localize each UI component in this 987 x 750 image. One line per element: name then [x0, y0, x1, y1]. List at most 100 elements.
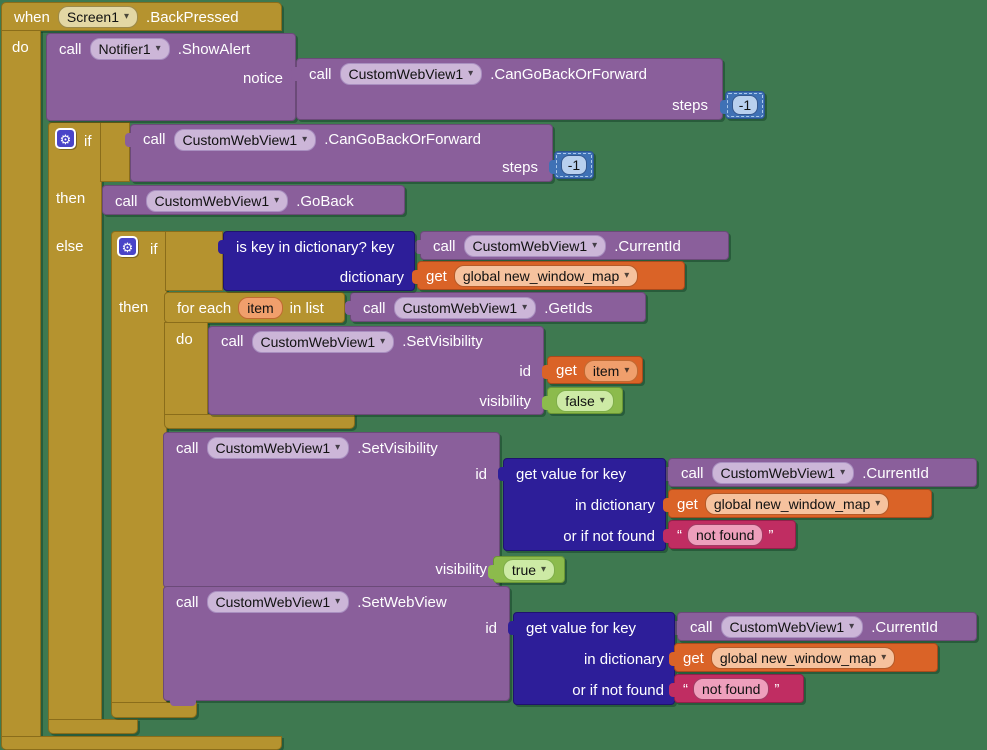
get-global-new-window-map-block[interactable]: get global new_window_map▾	[663, 489, 932, 518]
customwebview1-component-dropdown[interactable]: CustomWebView1▾	[463, 235, 607, 257]
not-found-text-block[interactable]: “ not found ”	[669, 674, 804, 703]
variable-dropdown[interactable]: item▾	[583, 359, 639, 382]
mutator-gear-icon[interactable]: ⚙	[55, 128, 76, 149]
variable-dropdown[interactable]: global new_window_map▾	[453, 265, 639, 287]
call-notifier1-showalert-block[interactable]: call Notifier1▾ .ShowAlert notice	[46, 33, 296, 121]
customwebview1-component-dropdown[interactable]: CustomWebView1 ▾	[206, 591, 350, 613]
number-value: -1	[567, 157, 581, 173]
dropdown-value: CustomWebView1	[348, 66, 464, 82]
id-param-label: id	[475, 466, 487, 483]
customwebview1-component-dropdown[interactable]: CustomWebView1▾	[251, 330, 395, 353]
when-block-bottom-bar[interactable]	[1, 736, 282, 750]
call-label: call	[363, 299, 386, 317]
orifnotfound-param-label: or if not found	[563, 528, 655, 545]
chevron-down-icon: ▾	[468, 68, 474, 79]
dropdown-value: CustomWebView1	[215, 440, 331, 456]
currentid-method-label: .CurrentId	[871, 618, 938, 636]
call-label: call	[59, 40, 82, 58]
inner-if-block-column[interactable]	[111, 231, 167, 703]
screen1-component-dropdown[interactable]: Screen1▾	[57, 6, 139, 28]
logic-false-block[interactable]: false▾	[542, 387, 623, 414]
get-value-for-key-block[interactable]: get value for key in dictionary or if no…	[498, 458, 666, 551]
dictionary-param-label: dictionary	[339, 269, 404, 286]
outer-if-bottom-bar[interactable]	[48, 719, 138, 734]
get-value-for-key-block[interactable]: get value for key in dictionary or if no…	[508, 612, 675, 705]
inner-if-condition-arm[interactable]	[165, 231, 223, 291]
customwebview1-component-dropdown[interactable]: CustomWebView1 ▾	[339, 63, 483, 85]
get-global-new-window-map-block[interactable]: get global new_window_map▾	[669, 643, 938, 672]
when-block-left-column[interactable]	[1, 30, 41, 737]
call-currentid-block[interactable]: call CustomWebView1▾ .CurrentId	[672, 612, 977, 641]
is-key-in-dictionary-block[interactable]: is key in dictionary? key dictionary	[218, 231, 415, 291]
customwebview1-component-dropdown[interactable]: CustomWebView1▾	[173, 128, 317, 151]
get-global-new-window-map-block[interactable]: get global new_window_map▾	[412, 261, 685, 290]
not-found-text-block[interactable]: “ not found ”	[663, 520, 796, 549]
customwebview1-component-dropdown[interactable]: CustomWebView1 ▾	[393, 297, 537, 319]
foreach-block-header[interactable]: for each item in list	[164, 292, 345, 323]
do-label: do	[176, 331, 193, 348]
math-number-block[interactable]: -1	[720, 91, 765, 119]
chevron-down-icon: ▾	[624, 270, 630, 281]
call-cangobackorforward-block[interactable]: call CustomWebView1▾ .CanGoBackOrForward…	[291, 58, 723, 120]
call-goback-block[interactable]: call CustomWebView1▾ .GoBack	[102, 185, 405, 215]
foreach-block-bottom-bar[interactable]	[164, 414, 355, 429]
dropdown-value: CustomWebView1	[729, 619, 845, 635]
call-label: call	[309, 65, 332, 83]
inlist-label: in list	[289, 299, 324, 317]
orifnotfound-param-label: or if not found	[572, 682, 664, 699]
iskeyindict-label: is key in dictionary? key	[236, 238, 395, 256]
customwebview1-component-dropdown[interactable]: CustomWebView1▾	[720, 616, 864, 638]
backpressed-event-label: .BackPressed	[146, 8, 239, 26]
customwebview1-component-dropdown[interactable]: CustomWebView1▾	[206, 437, 350, 459]
variable-dropdown[interactable]: global new_window_map▾	[710, 647, 896, 669]
inner-if-bottom-bar[interactable]	[111, 702, 197, 718]
mutator-gear-icon[interactable]: ⚙	[117, 236, 138, 257]
loop-variable-field[interactable]: item	[238, 297, 283, 319]
logic-dropdown[interactable]: false▾	[556, 389, 614, 412]
call-label: call	[176, 593, 199, 611]
call-cangobackorforward-block[interactable]: call CustomWebView1▾ .CanGoBackOrForward…	[125, 124, 553, 182]
outer-if-condition-arm[interactable]	[100, 122, 130, 182]
chevron-down-icon: ▾	[541, 563, 547, 575]
chevron-down-icon: ▾	[522, 302, 528, 313]
dropdown-value: CustomWebView1	[215, 594, 331, 610]
close-quote: ”	[768, 526, 774, 544]
text-string-field[interactable]: not found	[693, 678, 770, 700]
when-screen1-backpressed-block[interactable]: when Screen1▾ .BackPressed	[1, 2, 282, 31]
number-field[interactable]: -1	[560, 155, 588, 175]
logic-dropdown[interactable]: true▾	[502, 558, 556, 581]
visibility-param-label: visibility	[435, 561, 487, 578]
gear-glyph: ⚙	[121, 240, 134, 255]
customwebview1-component-dropdown[interactable]: CustomWebView1▾	[145, 190, 289, 212]
math-number-block[interactable]: -1	[549, 151, 594, 179]
call-currentid-block[interactable]: call CustomWebView1▾ .CurrentId	[663, 458, 977, 487]
call-currentid-block[interactable]: call CustomWebView1▾ .CurrentId	[415, 231, 729, 260]
call-label: call	[221, 333, 244, 350]
customwebview1-component-dropdown[interactable]: CustomWebView1▾	[711, 462, 855, 484]
goback-method-label: .GoBack	[296, 192, 354, 210]
call-setvisibility-block[interactable]: call CustomWebView1▾ .SetVisibility id v…	[208, 326, 544, 415]
cangobackorforward-method-label: .CanGoBackOrForward	[324, 131, 481, 148]
logic-true-block[interactable]: true▾	[488, 556, 565, 583]
showalert-method-label: .ShowAlert	[177, 40, 251, 58]
notifier1-component-dropdown[interactable]: Notifier1▾	[89, 38, 170, 60]
call-setvisibility-block[interactable]: call CustomWebView1▾ .SetVisibility id v…	[163, 432, 500, 588]
dropdown-value: CustomWebView1	[182, 131, 298, 148]
call-getids-block[interactable]: call CustomWebView1▾ .GetIds	[345, 292, 646, 322]
id-param-label: id	[519, 363, 531, 380]
dropdown-value: CustomWebView1	[402, 300, 518, 316]
outer-if-block-column[interactable]	[48, 122, 102, 720]
foreach-label: for each	[177, 299, 232, 317]
open-quote: “	[683, 680, 688, 698]
if-label: if	[150, 241, 158, 258]
text-string-field[interactable]: not found	[687, 524, 764, 546]
variable-dropdown[interactable]: global new_window_map▾	[704, 493, 890, 515]
number-field[interactable]: -1	[731, 95, 759, 115]
chevron-down-icon: ▾	[155, 43, 161, 54]
chevron-down-icon: ▾	[335, 596, 341, 607]
get-item-block[interactable]: get item▾	[542, 356, 643, 384]
call-label: call	[115, 192, 138, 210]
dropdown-value: CustomWebView1	[720, 465, 836, 481]
call-setwebview-block[interactable]: call CustomWebView1▾ .SetWebView id	[163, 586, 510, 701]
